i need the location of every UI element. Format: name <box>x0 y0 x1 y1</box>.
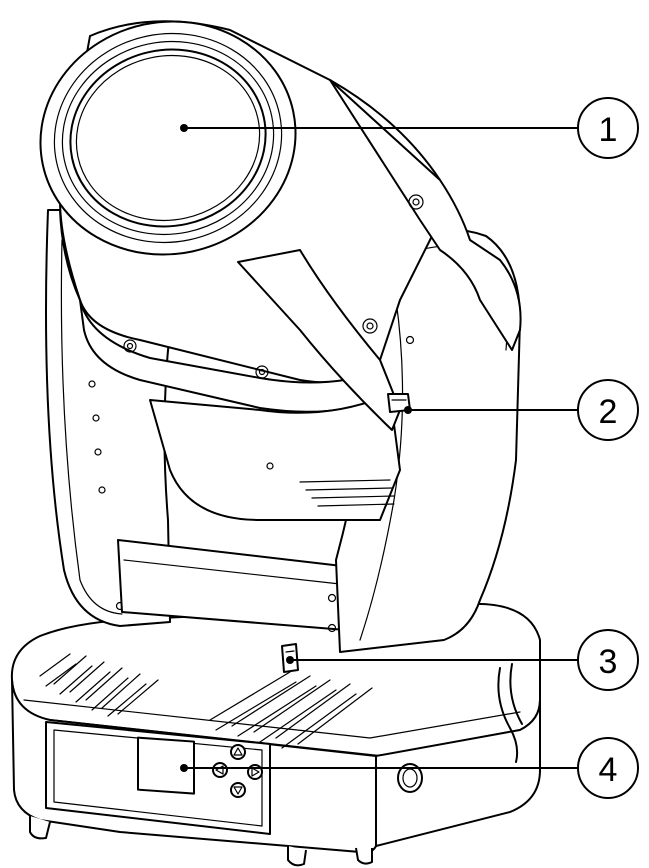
callout-1-number: 1 <box>599 111 618 149</box>
up-button-icon <box>230 744 246 760</box>
moving-head <box>39 20 522 521</box>
head-vents <box>299 479 395 507</box>
callout-2-number: 2 <box>599 393 618 431</box>
callout-1: 1 <box>180 97 639 159</box>
callout-4: 4 <box>180 737 639 799</box>
callout-2-circle <box>577 379 639 441</box>
callout-3: 3 <box>286 629 639 691</box>
callout-3-number: 3 <box>599 643 618 681</box>
cooling-fins-right <box>209 671 373 749</box>
front-lens <box>39 20 297 256</box>
cooling-fins-left <box>39 653 159 717</box>
base-unit <box>10 602 541 867</box>
left-button-icon <box>212 762 228 778</box>
down-button-icon <box>230 782 246 798</box>
callout-3-circle <box>577 629 639 691</box>
callout-1-circle <box>577 97 639 159</box>
callout-4-circle <box>577 737 639 799</box>
callout-4-number: 4 <box>599 751 618 789</box>
callout-2: 2 <box>404 379 639 441</box>
